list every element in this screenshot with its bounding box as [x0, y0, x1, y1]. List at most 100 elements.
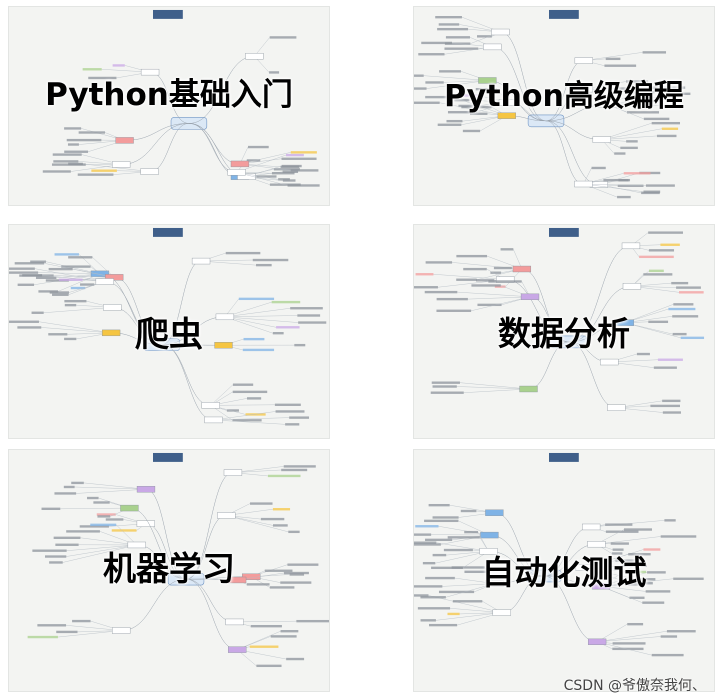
mindmap-leaf-node — [63, 485, 75, 489]
mindmap-leaf-node — [437, 27, 469, 31]
mindmap-branch-node — [112, 161, 131, 168]
mindmap-branch-node — [223, 469, 243, 476]
mindmap-connector — [423, 75, 488, 81]
mindmap-leaf-node — [249, 645, 279, 648]
mindmap-leaf-node — [648, 320, 669, 324]
mindmap-branch-node — [105, 274, 124, 281]
mindmap-leaf-node — [447, 111, 477, 114]
mindmap-diagram — [414, 227, 705, 414]
mindmap-leaf-node — [635, 578, 656, 581]
mindmap-leaf-node — [226, 409, 239, 412]
mindmap-leaf-node — [432, 553, 447, 557]
mindmap-connector — [513, 249, 523, 270]
mindmap-connector — [224, 315, 298, 318]
mindmap-branch-node — [497, 112, 516, 119]
mindmap-header-node — [153, 452, 183, 462]
mindmap-leaf-node — [38, 290, 59, 293]
mindmap-leaf-node — [56, 630, 78, 634]
mindmap-leaf-node — [246, 583, 270, 586]
mindmap-leaf-node — [464, 530, 479, 534]
mindmap-leaf-node — [64, 127, 82, 130]
mindmap-leaf-node — [424, 290, 458, 294]
mindmap-connector — [601, 128, 662, 140]
mindmap-leaf-node — [283, 465, 316, 468]
mindmap-branch-node — [519, 385, 538, 393]
mindmap-diagram — [27, 452, 329, 668]
mindmap-leaf-node — [242, 348, 275, 352]
mindmap-leaf-node — [289, 573, 305, 576]
mindmap-leaf-node — [614, 152, 626, 155]
mindmap-branch-node — [587, 638, 607, 645]
mindmap-leaf-node — [31, 311, 44, 314]
mindmap-leaf-node — [232, 419, 262, 422]
mindmap-leaf-node — [267, 474, 301, 478]
mindmap-leaf-node — [452, 600, 483, 603]
mindmap-leaf-node — [274, 403, 301, 406]
mindmap-leaf-node — [621, 564, 643, 567]
mindmap-connector — [38, 321, 112, 334]
mindmap-leaf-node — [417, 607, 451, 610]
mindmap-leaf-node — [256, 263, 272, 267]
mindmap-connector — [583, 183, 646, 186]
mindmap-branch-node — [520, 293, 540, 300]
mindmap-connector — [545, 120, 584, 185]
mindmap-leaf-node — [280, 165, 300, 169]
mindmap-leaf-node — [647, 99, 659, 103]
mindmap-leaf-node — [278, 178, 290, 181]
mindmap-connector — [210, 404, 275, 406]
mindmap-connector — [66, 544, 137, 557]
mindmap-leaf-node — [256, 175, 277, 178]
mindmap-leaf-node — [649, 86, 686, 89]
mindmap-branch-node — [115, 137, 134, 144]
mindmap-connector — [471, 296, 531, 311]
mindmap-branch-node — [101, 329, 121, 337]
mindmap-branch-node — [592, 136, 611, 143]
mindmap-leaf-node — [631, 91, 655, 94]
mindmap-leaf-node — [289, 416, 310, 419]
mindmap-leaf-node — [447, 612, 460, 616]
mindmap-leaf-node — [273, 168, 300, 171]
mindmap-connector — [213, 417, 290, 421]
mindmap-connector — [66, 544, 137, 551]
mindmap-leaf-node — [422, 561, 436, 565]
mindmap-leaf-node — [54, 253, 79, 256]
mindmap-header-node — [153, 227, 183, 237]
mindmap-leaf-node — [27, 635, 58, 639]
mindmap-leaf-node — [456, 254, 488, 258]
mindmap-leaf-node — [676, 286, 701, 289]
mindmap-header-node — [549, 9, 579, 19]
mindmap-leaf-node — [643, 273, 673, 276]
mindmap-leaf-node — [435, 16, 462, 19]
mindmap-connector — [62, 544, 137, 563]
mindmap-leaf-node — [653, 366, 677, 369]
mindmap-leaf-node — [32, 549, 67, 552]
mindmap-branch-node — [140, 68, 160, 76]
mindmap-leaf-node — [673, 577, 704, 580]
mindmap-leaf-node — [628, 553, 651, 556]
mindmap-leaf-node — [490, 271, 502, 274]
mindmap-leaf-node — [424, 519, 459, 523]
mindmap-header-node — [549, 227, 579, 237]
mindmap-leaf-node — [643, 117, 670, 121]
mindmap-leaf-node — [49, 291, 70, 294]
mindmap-leaf-node — [82, 68, 102, 71]
mindmap-leaf-node — [629, 582, 653, 585]
mindmap-leaf-node — [105, 518, 124, 521]
mindmap-branch-node — [600, 358, 619, 366]
mindmap-leaf-node — [247, 397, 262, 400]
mindmap-connector — [607, 104, 666, 106]
mindmap-connector — [600, 565, 634, 587]
mindmap-leaf-node — [643, 190, 661, 193]
mindmap-connector — [456, 386, 529, 390]
mindmap-leaf-node — [281, 468, 308, 472]
mindmap-leaf-node — [425, 538, 453, 542]
mindmap-leaf-node — [626, 140, 638, 143]
mindmap-leaf-node — [651, 121, 681, 125]
mindmap-leaf-node — [628, 583, 645, 586]
mindmap-leaf-node — [656, 134, 677, 138]
mindmap-leaf-node — [97, 515, 111, 518]
mindmap-leaf-node — [67, 143, 79, 146]
mindmap-leaf-node — [672, 315, 699, 318]
mindmap-diagram — [414, 9, 691, 199]
mindmap-branch-node — [598, 101, 617, 108]
